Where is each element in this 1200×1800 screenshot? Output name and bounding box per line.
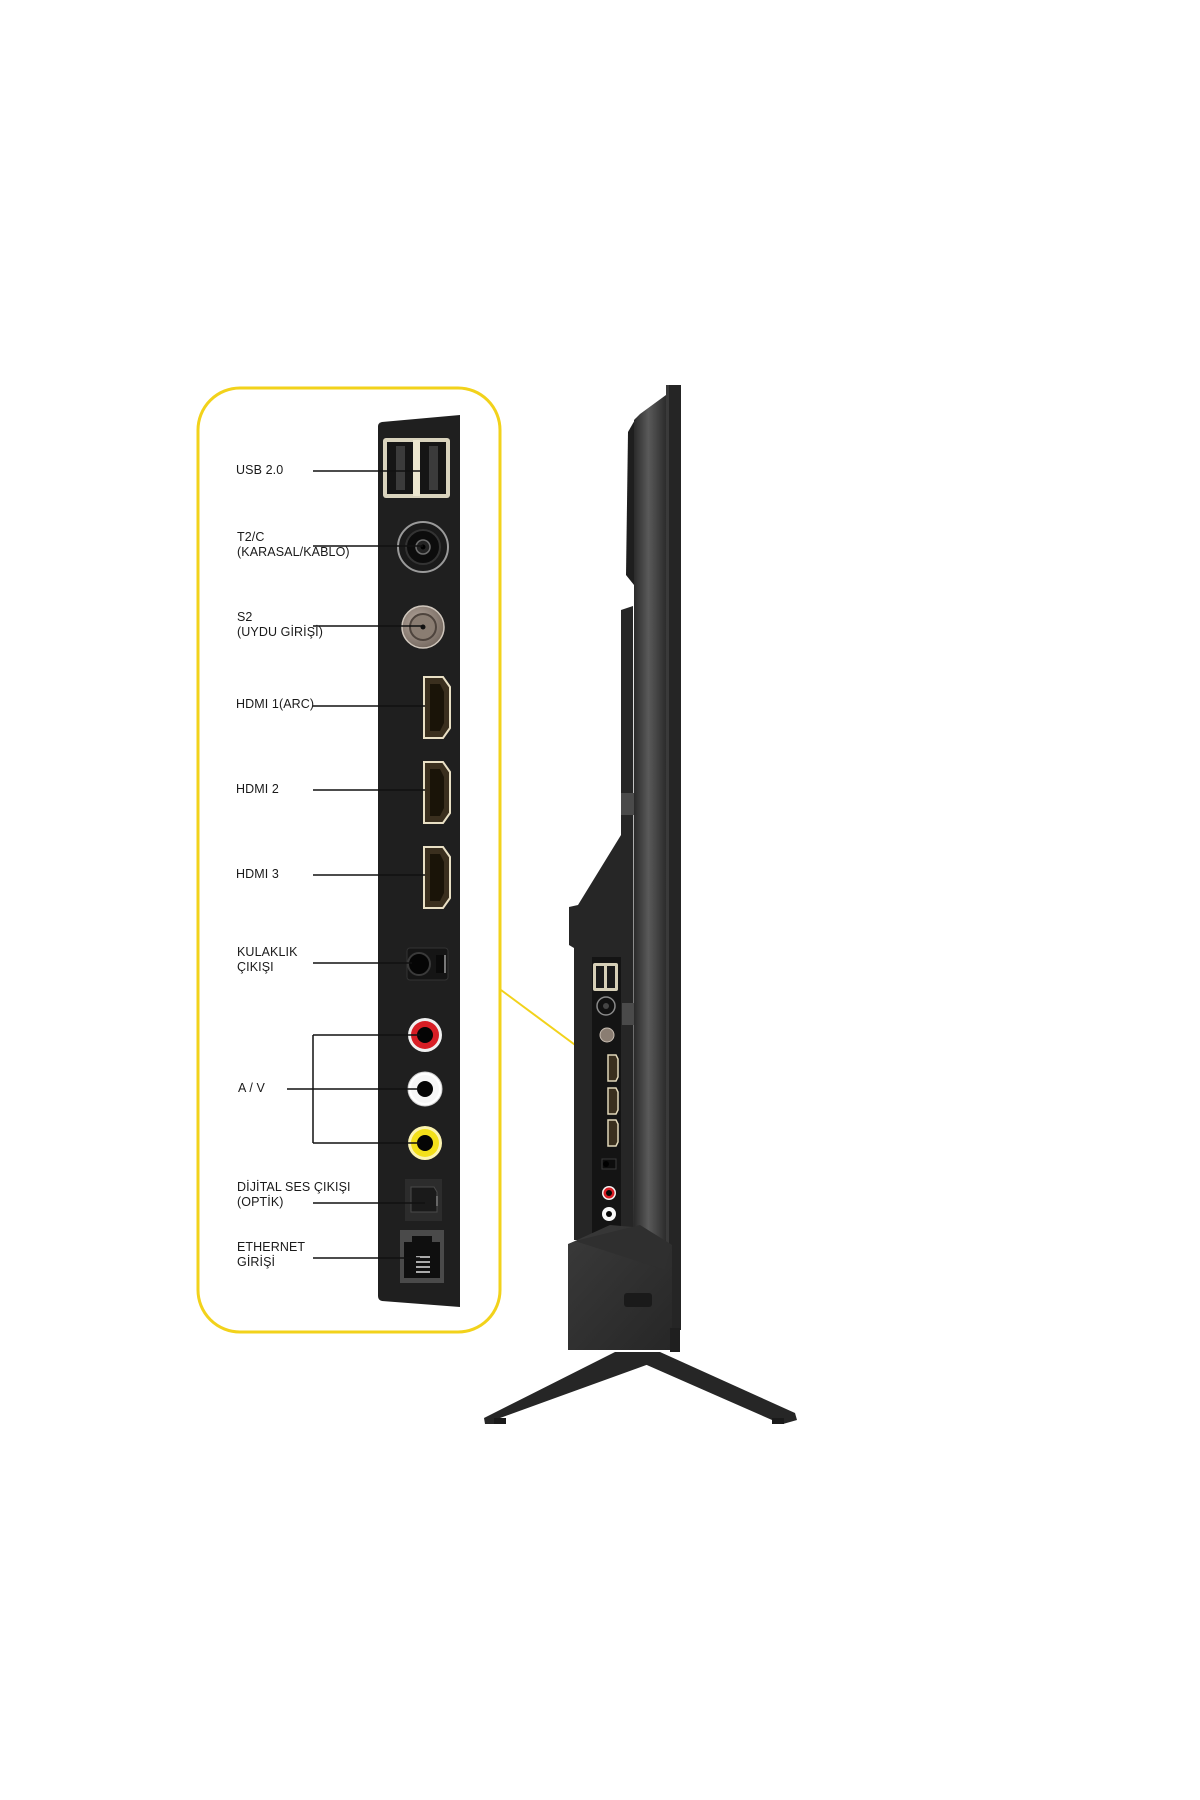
tv-side-view	[484, 385, 797, 1424]
port-label-hdmi1: HDMI 1(ARC)	[236, 697, 315, 711]
satellite-f-connector-icon	[401, 605, 445, 649]
port-label-av: A / V	[238, 1081, 265, 1095]
port-label-headphone: KULAKLIK ÇIKIŞI	[237, 945, 298, 974]
port-label-optical: DİJİTAL SES ÇIKIŞI (OPTİK)	[237, 1180, 351, 1209]
port-leader-lines	[287, 470, 425, 1259]
rca-jacks-icon	[407, 1018, 443, 1160]
hdmi-port-icon-2	[423, 761, 451, 824]
hdmi-port-icon-1	[423, 676, 451, 739]
port-label-hdmi3: HDMI 3	[236, 867, 279, 881]
coax-antenna-port-icon	[397, 521, 449, 573]
callout-box	[196, 386, 502, 1334]
headphone-jack-icon	[406, 947, 449, 981]
port-label-s2: S2 (UYDU GİRİŞİ)	[237, 610, 324, 639]
port-label-hdmi2: HDMI 2	[236, 782, 279, 796]
port-label-usb: USB 2.0	[236, 463, 284, 477]
usb-port-icon	[383, 438, 450, 498]
ethernet-rj45-port-icon	[400, 1230, 444, 1283]
hdmi-port-icon-3	[423, 846, 451, 909]
port-label-t2c: T2/C (KARASAL/KABLO)	[237, 530, 350, 559]
port-label-ethernet: ETHERNET GİRİŞİ	[237, 1240, 306, 1269]
optical-toslink-port-icon	[405, 1179, 442, 1221]
